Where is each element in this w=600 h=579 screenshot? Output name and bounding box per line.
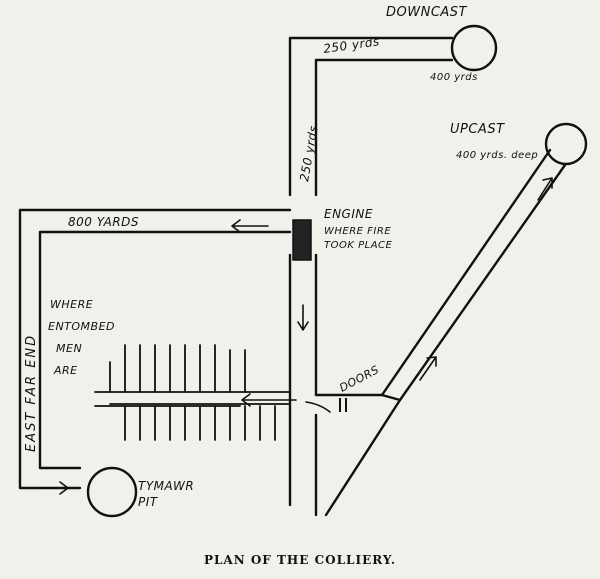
tymawr-pit-shaft	[86, 466, 138, 518]
plan-caption: PLAN OF THE COLLIERY.	[204, 553, 396, 567]
label-engine: ENGINE	[324, 207, 373, 221]
flow-arrow-down	[297, 304, 309, 331]
label-entombed-4: ARE	[53, 364, 78, 377]
flow-arrow-to-doors	[305, 401, 331, 413]
upcast-shaft	[544, 122, 588, 166]
label-tymawr-pit: PIT	[138, 495, 159, 509]
label-west-road-dist: 800 YARDS	[68, 215, 139, 229]
flow-arrow-upcast-1	[537, 177, 553, 201]
workings-grid	[94, 344, 291, 441]
label-doors: DOORS	[337, 363, 381, 395]
label-entombed-3: MEN	[56, 342, 82, 355]
flow-arrow-upcast-2	[419, 356, 437, 381]
doors-marker	[339, 398, 347, 412]
upcast-road	[314, 148, 567, 517]
label-engine-2: WHERE FIRE	[324, 226, 391, 237]
flow-arrow-west	[231, 219, 269, 233]
label-entombed-2: ENTOMBED	[48, 320, 115, 333]
label-east-far-end: EAST FAR END	[24, 334, 39, 452]
label-tymawr: TYMAWR	[138, 479, 194, 493]
label-main-road-dist: 250 yrds	[297, 124, 321, 182]
label-downcast-depth: 400 yrds	[430, 72, 478, 83]
downcast-road	[288, 36, 454, 197]
label-downcast: DOWNCAST	[386, 5, 468, 20]
label-entombed-1: WHERE	[50, 298, 93, 311]
flow-arrow-tymawr	[39, 481, 69, 495]
engine-block	[292, 219, 312, 261]
label-engine-3: TOOK PLACE	[324, 240, 393, 251]
label-upcast-depth: 400 yrds. deep	[456, 150, 538, 161]
downcast-shaft	[450, 24, 498, 72]
main-road	[288, 253, 318, 517]
label-upcast: UPCAST	[450, 122, 505, 137]
flow-arrow-to-grid	[241, 393, 297, 407]
